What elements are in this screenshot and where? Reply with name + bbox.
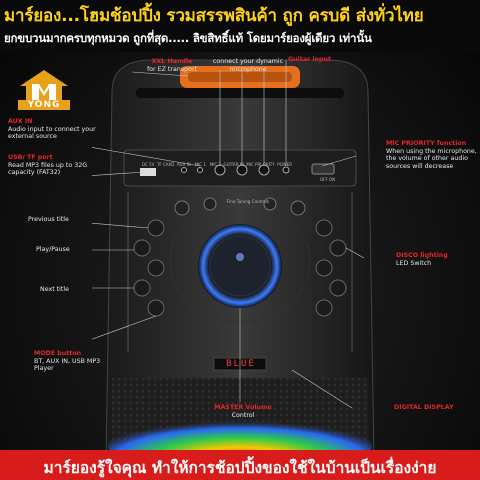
label-next: Next title [40, 286, 100, 294]
label-mic-priority-desc: When using the microphone, the volume of… [386, 147, 477, 170]
label-disco-desc: LED Switch [396, 259, 432, 267]
label-mic-connect: connect your dynamic microphone [208, 58, 288, 73]
label-guitar: Guitar input [288, 56, 348, 64]
port-dc: DC 5V [142, 162, 155, 167]
label-digital-display: DIGITAL DISPLAY [394, 404, 474, 412]
label-guitar-title: Guitar input [288, 56, 332, 63]
port-power: POWER [277, 162, 293, 167]
top-banner: มาร์ยอง...โฮมช้อปปิ้ง รวมสรรพสินค้า ถูก … [0, 0, 480, 52]
label-mode-title: MODE button [34, 350, 82, 357]
speaker-illustration [92, 59, 375, 462]
port-aux: AUX IN [176, 162, 191, 167]
label-mic-priority: MIC PRIORITY function When using the mic… [386, 140, 478, 170]
label-handle-desc: for EZ transport [146, 65, 198, 73]
label-master-desc: Control [231, 411, 255, 419]
port-mic-priority: MIC PRI ORITY [246, 162, 275, 167]
label-mic-priority-title: MIC PRIORITY function [386, 140, 467, 147]
fine-tuning-label: Fine Tuning Controls [226, 199, 270, 204]
label-master-title: MASTER Volume [214, 404, 272, 411]
label-disco: DISCO lighting LED Switch [396, 252, 476, 267]
label-previous: Previous title [28, 216, 88, 224]
label-handle: XXL Handle for EZ transport [128, 58, 216, 73]
panel-port-labels: DC 5V TF CARD AUX IN MIC 1 MIC 2 GUITAR … [142, 162, 362, 167]
label-mic-connect-desc: connect your dynamic microphone [212, 58, 284, 73]
label-handle-title: XXL Handle [151, 58, 193, 65]
label-usb-desc: Read MP3 files up to 32G capacity (FAT32… [8, 161, 88, 177]
banner-headline: มาร์ยอง...โฮมช้อปปิ้ง รวมสรรพสินค้า ถูก … [4, 6, 424, 26]
digital-display-readout: BLUE [226, 359, 256, 369]
label-aux-in: AUX IN Audio input to connect your exter… [8, 118, 98, 141]
label-digital-title: DIGITAL DISPLAY [394, 404, 454, 411]
label-usb-title: USB/ TF port [8, 154, 53, 161]
port-mic1: MIC 1 [194, 162, 206, 167]
label-aux-desc: Audio input to connect your external sou… [8, 125, 96, 141]
label-usb-tf: USB/ TF port Read MP3 files up to 32G ca… [8, 154, 92, 177]
port-mic2: MIC 2 [209, 162, 221, 167]
logo-wordmark: YONG [18, 100, 70, 110]
label-mode: MODE button BT, AUX IN, USB MP3 Player [34, 350, 110, 373]
label-master: MASTER Volume Control [206, 404, 280, 419]
label-play-desc: Play/Pause [36, 246, 70, 253]
banner-subline: ยกขบวนมากครบทุกหมวด ถูกที่สุด..... ลิขสิ… [4, 31, 372, 45]
power-switch-label: OFF ON [320, 177, 336, 182]
port-guitar: GUITAR IN [223, 162, 244, 167]
label-previous-desc: Previous title [28, 216, 69, 223]
bottom-slogan: มาร์ยองรู้ใจคุณ ทำให้การช้อปปิ้งของใช้ใน… [43, 459, 437, 477]
label-mode-desc: BT, AUX IN, USB MP3 Player [34, 357, 101, 373]
label-disco-title: DISCO lighting [396, 252, 448, 259]
bottom-banner: มาร์ยองรู้ใจคุณ ทำให้การช้อปปิ้งของใช้ใน… [0, 450, 480, 480]
brand-logo: YONG [18, 68, 70, 114]
port-tf: TF CARD [156, 162, 175, 167]
label-next-desc: Next title [40, 286, 69, 293]
house-logo-icon [20, 70, 68, 100]
label-aux-title: AUX IN [8, 118, 33, 125]
label-play-pause: Play/Pause [36, 246, 96, 254]
